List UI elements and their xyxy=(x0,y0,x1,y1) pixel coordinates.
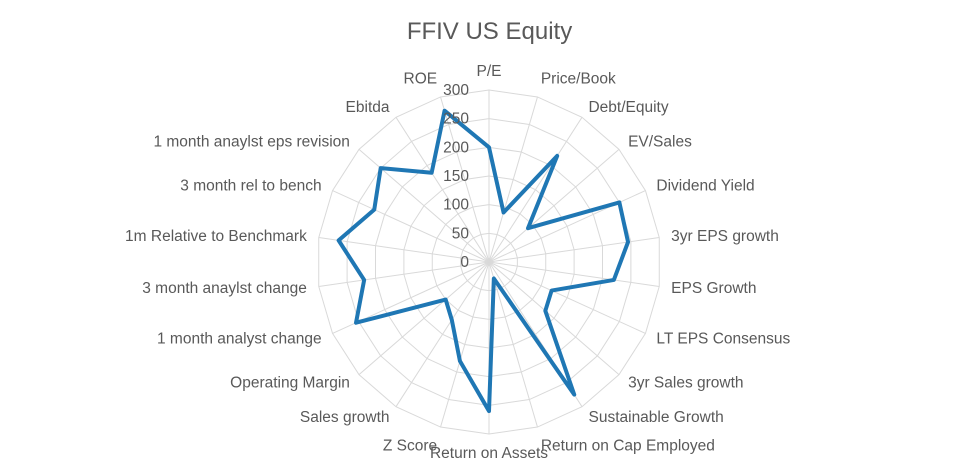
category-label: EPS Growth xyxy=(671,280,756,297)
axis-spoke xyxy=(488,261,538,428)
category-label: P/E xyxy=(477,63,502,80)
data-point xyxy=(450,318,454,322)
category-label: ROE xyxy=(404,70,438,87)
data-point xyxy=(379,166,383,170)
axis-spoke xyxy=(332,190,490,263)
tick-label: 0 xyxy=(460,254,469,271)
axis-spoke xyxy=(488,237,660,263)
category-label: Debt/Equity xyxy=(588,99,668,116)
data-point xyxy=(550,289,554,293)
category-label: EV/Sales xyxy=(628,133,692,150)
category-label: 1 month anaylst eps revision xyxy=(153,133,349,150)
data-point xyxy=(430,171,434,175)
category-label: Return on Assets xyxy=(430,445,548,462)
category-label: Sustainable Growth xyxy=(588,409,723,426)
category-label: LT EPS Consensus xyxy=(656,330,790,347)
data-point xyxy=(543,309,547,313)
category-label: Z Score xyxy=(383,438,437,455)
category-label: 3yr Sales growth xyxy=(628,375,743,392)
category-label: Operating Margin xyxy=(230,375,350,392)
tick-label: 250 xyxy=(443,111,469,128)
axis-spoke xyxy=(440,96,490,263)
axis-spoke xyxy=(488,261,660,287)
data-point xyxy=(362,278,366,282)
category-label: 3 month rel to bench xyxy=(180,178,321,195)
category-label: Return on Cap Employed xyxy=(541,438,715,455)
data-point xyxy=(487,145,491,149)
axis-spoke xyxy=(440,261,490,428)
chart-title: FFIV US Equity xyxy=(406,18,573,45)
data-point xyxy=(458,359,462,363)
data-point xyxy=(337,238,341,242)
data-point xyxy=(444,298,448,302)
data-point xyxy=(372,208,376,212)
axis-spoke xyxy=(488,261,620,376)
data-point xyxy=(502,210,506,214)
data-point xyxy=(572,393,576,397)
data-point xyxy=(612,278,616,282)
tick-label: 50 xyxy=(452,225,470,242)
category-label: 1 month analyst change xyxy=(157,330,322,347)
category-label: Sales growth xyxy=(300,409,390,426)
category-label: Ebitda xyxy=(346,99,390,116)
category-label: Dividend Yield xyxy=(656,178,754,195)
data-point xyxy=(617,200,621,204)
tick-label: 300 xyxy=(443,82,469,99)
axis-spoke xyxy=(358,148,490,263)
axis-spoke xyxy=(488,117,583,263)
axis-spoke xyxy=(488,148,620,263)
category-label: 3 month anaylst change xyxy=(142,280,307,297)
data-point xyxy=(354,321,358,325)
axis-spoke xyxy=(318,261,490,287)
data-point xyxy=(487,409,491,413)
data-point xyxy=(492,277,496,281)
tick-label: 200 xyxy=(443,139,469,156)
category-label: 3yr EPS growth xyxy=(671,228,779,245)
tick-label: 100 xyxy=(443,197,469,214)
axis-spoke xyxy=(488,96,538,263)
data-point xyxy=(443,109,447,113)
category-label: 1m Relative to Benchmark xyxy=(125,228,307,245)
data-point xyxy=(626,240,630,244)
axis-spoke xyxy=(488,261,646,334)
category-label: Price/Book xyxy=(541,70,616,87)
axis-spoke xyxy=(395,117,490,263)
tick-label: 150 xyxy=(443,168,469,185)
axis-spoke xyxy=(318,237,490,263)
data-point xyxy=(555,154,559,158)
data-point xyxy=(526,226,530,230)
axis-spoke xyxy=(358,261,490,376)
axis-spoke xyxy=(395,261,490,407)
